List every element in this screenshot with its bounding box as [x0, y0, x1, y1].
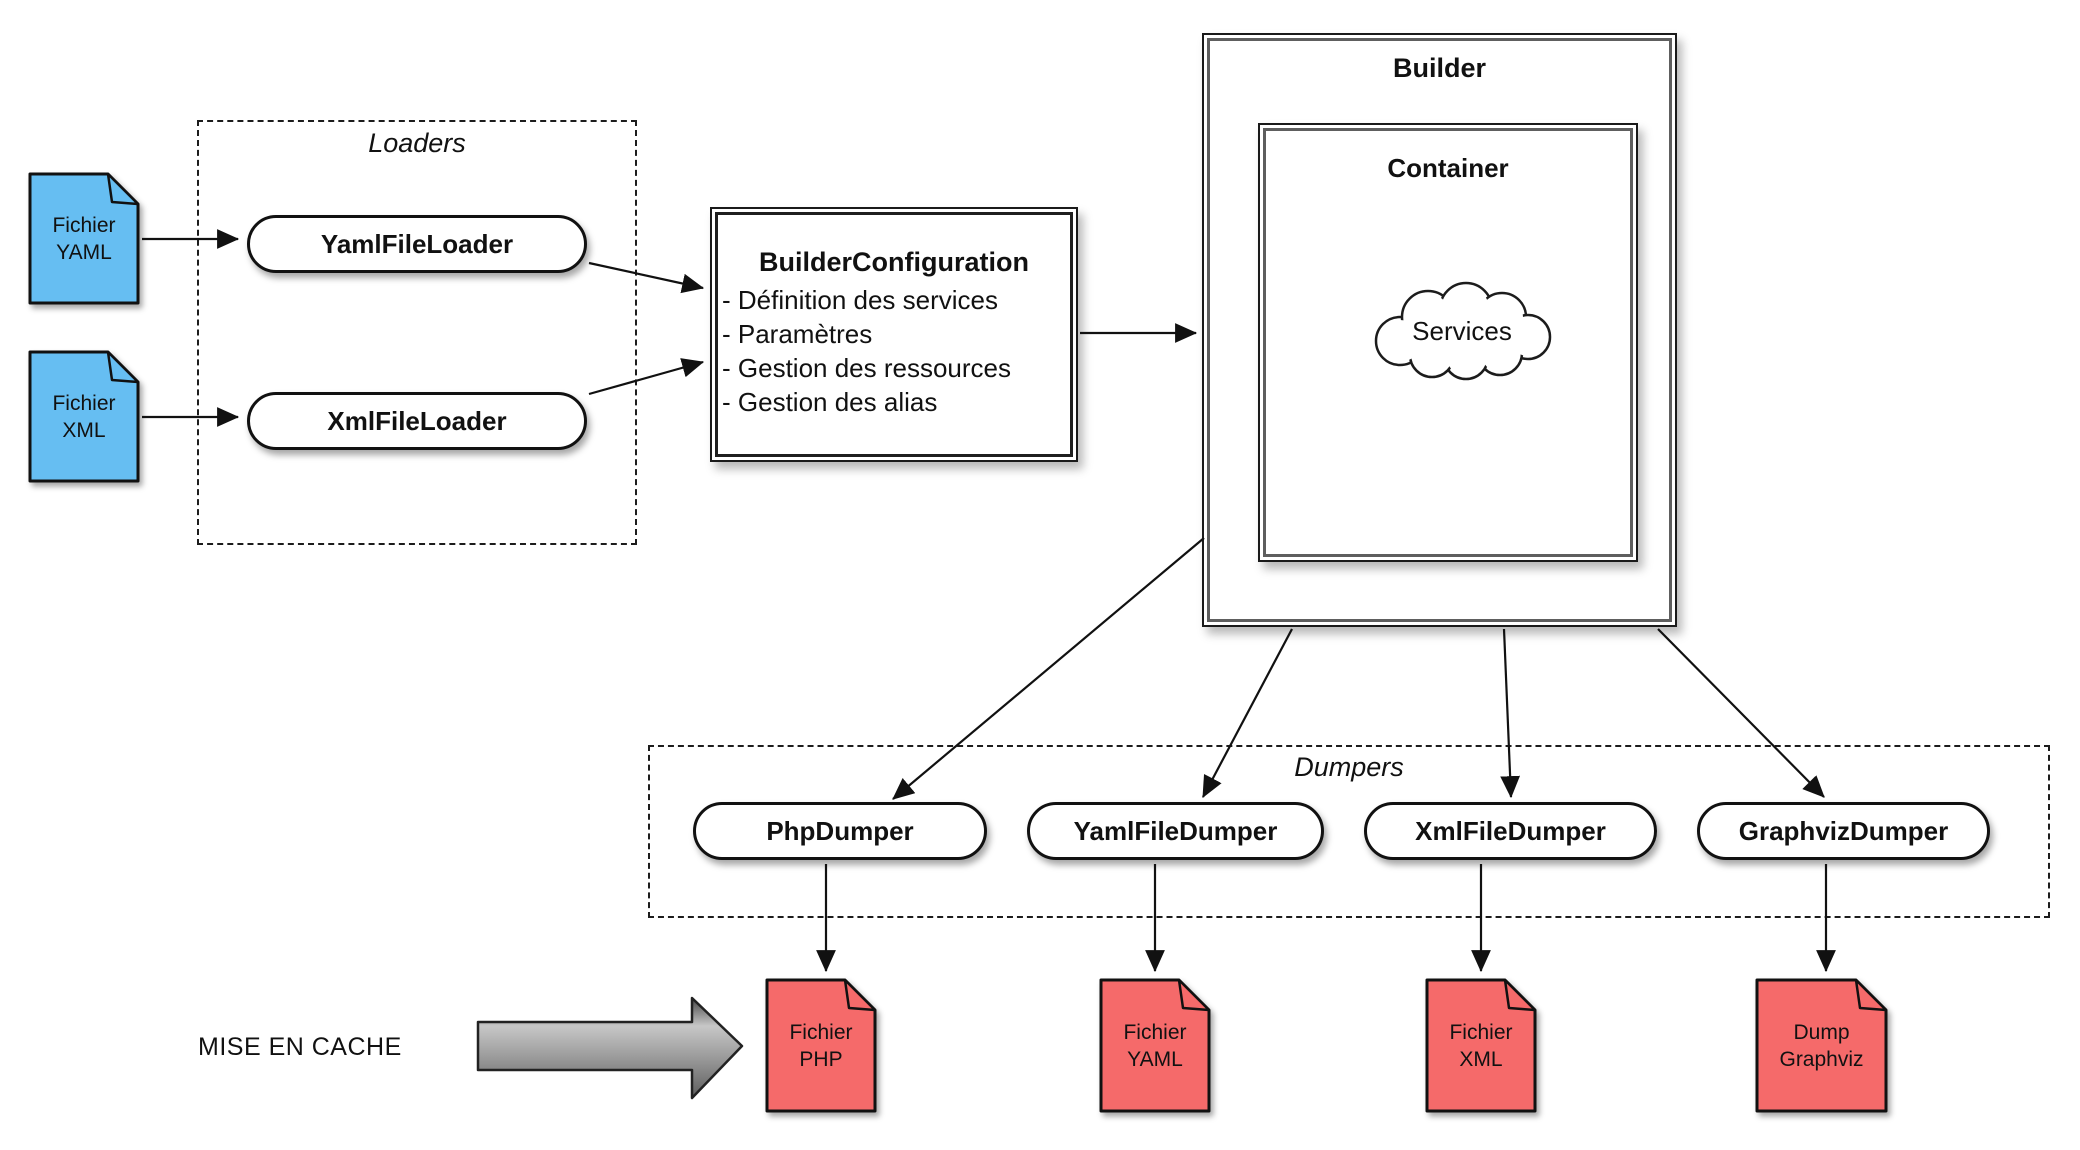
services-cloud-label: Services — [1362, 279, 1562, 383]
services-cloud: Services — [1362, 279, 1562, 383]
source-file-yaml-label: Fichier YAML — [28, 172, 140, 305]
node-yamlfileloader-label: YamlFileLoader — [320, 228, 514, 259]
output-xml-line1: Fichier — [1449, 1020, 1513, 1044]
container-title: Container — [1387, 153, 1509, 183]
node-phpdumper: PhpDumper — [693, 802, 987, 860]
node-xmlfiledumper: XmlFileDumper — [1364, 802, 1657, 860]
document-icon — [765, 978, 877, 1113]
node-xmlfileloader: XmlFileLoader — [247, 392, 587, 450]
output-file-xml: Fichier XML — [1425, 978, 1537, 1113]
source-file-xml-label: Fichier XML — [28, 350, 140, 483]
output-yaml-line2: YAML — [1127, 1047, 1183, 1071]
document-icon — [1755, 978, 1888, 1113]
node-graphvizdumper: GraphvizDumper — [1697, 802, 1990, 860]
source-file-xml: Fichier XML — [28, 350, 140, 483]
output-file-graphviz-label: Dump Graphviz — [1755, 978, 1888, 1113]
node-yamlfiledumper: YamlFileDumper — [1027, 802, 1324, 860]
output-file-graphviz: Dump Graphviz — [1755, 978, 1888, 1113]
builder-configuration-item: - Gestion des ressources — [722, 353, 1012, 383]
document-icon — [28, 350, 140, 483]
builder-configuration-item: - Gestion des alias — [722, 387, 938, 417]
output-file-php: Fichier PHP — [765, 978, 877, 1113]
node-yamlfiledumper-label: YamlFileDumper — [1073, 815, 1278, 846]
document-icon — [1099, 978, 1211, 1113]
output-yaml-line1: Fichier — [1123, 1020, 1187, 1044]
source-file-xml-line2: XML — [62, 418, 106, 442]
node-yamlfileloader: YamlFileLoader — [247, 215, 587, 273]
builder-configuration-item: - Définition des services — [722, 285, 998, 315]
loaders-group-title: Loaders — [368, 128, 466, 158]
node-graphvizdumper-label: GraphvizDumper — [1738, 815, 1949, 846]
builder-configuration-title: BuilderConfiguration — [759, 247, 1029, 277]
cache-label: MISE EN CACHE — [198, 1033, 402, 1061]
output-file-yaml: Fichier YAML — [1099, 978, 1211, 1113]
source-file-yaml: Fichier YAML — [28, 172, 140, 305]
output-file-php-label: Fichier PHP — [765, 978, 877, 1113]
cloud-icon — [1374, 281, 1552, 381]
node-builder-configuration: BuilderConfiguration - Définition des se… — [710, 207, 1078, 462]
output-php-line2: PHP — [799, 1047, 843, 1071]
output-graphviz-line2: Graphviz — [1779, 1047, 1864, 1071]
node-xmlfiledumper-label: XmlFileDumper — [1415, 815, 1606, 846]
source-file-yaml-line1: Fichier — [52, 213, 116, 237]
cache-big-arrow-icon — [476, 996, 744, 1100]
services-label: Services — [1412, 315, 1512, 346]
source-file-xml-line1: Fichier — [52, 391, 116, 415]
output-xml-line2: XML — [1459, 1047, 1503, 1071]
document-icon — [28, 172, 140, 305]
source-file-yaml-line2: YAML — [56, 240, 112, 264]
output-php-line1: Fichier — [789, 1020, 853, 1044]
builder-configuration-item: - Paramètres — [722, 319, 873, 349]
output-file-xml-label: Fichier XML — [1425, 978, 1537, 1113]
dumpers-group-title: Dumpers — [1294, 752, 1404, 782]
dumpers-group: Dumpers — [648, 745, 2050, 918]
node-xmlfileloader-label: XmlFileLoader — [327, 405, 507, 436]
builder-title: Builder — [1392, 53, 1486, 83]
node-phpdumper-label: PhpDumper — [766, 815, 914, 846]
loaders-group: Loaders — [197, 120, 637, 545]
output-file-yaml-label: Fichier YAML — [1099, 978, 1211, 1113]
document-icon — [1425, 978, 1537, 1113]
output-graphviz-line1: Dump — [1793, 1020, 1850, 1044]
